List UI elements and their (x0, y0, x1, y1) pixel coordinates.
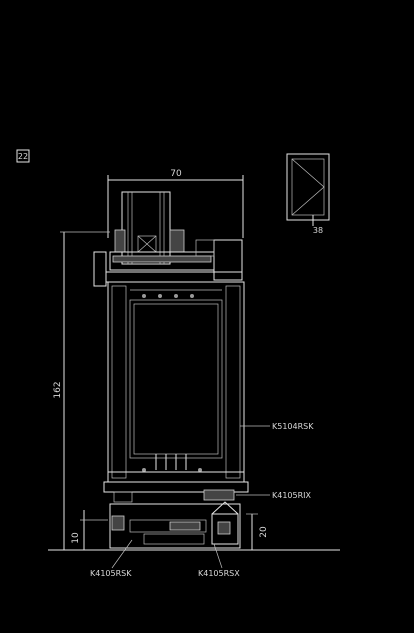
callout-bottom-right-label: K4105RSX (198, 569, 240, 578)
dimension-sill: 20 (246, 513, 269, 550)
dimension-height: 162 (53, 231, 110, 550)
bottom-profile (103, 481, 249, 549)
dimension-sill-label: 20 (259, 526, 269, 538)
detail-badge: 22 (16, 149, 30, 163)
detail-badge-label: 22 (18, 152, 28, 161)
callout-sash-profile: K5104RSK (240, 422, 314, 431)
dimension-offset: 10 (71, 510, 108, 550)
callout-bottom-right: K4105RSX (198, 543, 240, 578)
dimension-offset-label: 10 (71, 532, 81, 544)
glazing-unit (114, 191, 185, 265)
callout-drip-profile-label: K4105RIX (272, 491, 312, 500)
callout-sash-profile-label: K5104RSK (272, 422, 314, 431)
dimension-width: 70 (107, 169, 244, 238)
window-key-icon: 38 (286, 153, 330, 235)
window-key-label: 38 (313, 226, 323, 235)
callout-bottom-left-label: K4105RSK (90, 569, 132, 578)
dimension-width-label: 70 (170, 169, 182, 179)
dimension-height-label: 162 (53, 381, 63, 398)
callout-drip-profile: K4105RIX (236, 491, 312, 500)
frame-body (107, 281, 245, 483)
callout-bottom-left: K4105RSK (90, 539, 133, 578)
